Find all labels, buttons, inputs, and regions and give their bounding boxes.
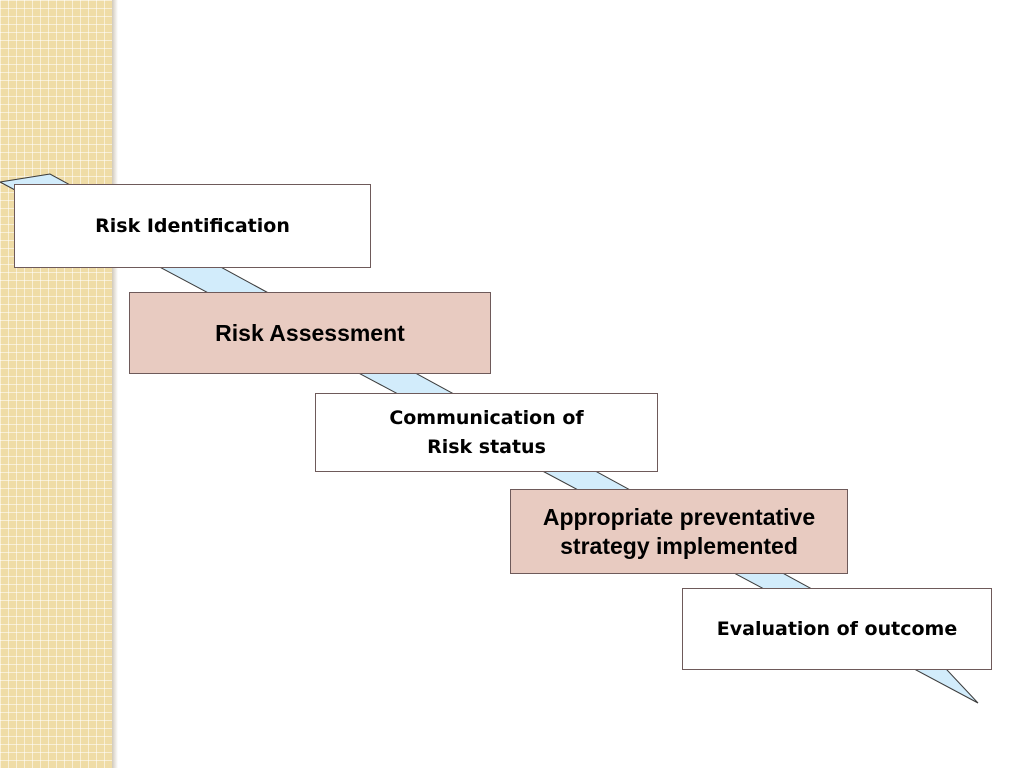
- step-preventative-strategy: Appropriate preventative strategy implem…: [510, 489, 848, 574]
- step-communication-of-risk-status: Communication of Risk status: [315, 393, 658, 472]
- step-risk-identification: Risk Identification: [14, 184, 371, 268]
- decorative-side-panel: [0, 0, 112, 768]
- step-label: Appropriate preventative strategy implem…: [542, 503, 816, 559]
- step-evaluation-of-outcome: Evaluation of outcome: [682, 588, 992, 670]
- step-label: Communication of Risk status: [389, 406, 584, 458]
- step-risk-assessment: Risk Assessment: [129, 292, 491, 374]
- side-panel-shadow: [112, 0, 118, 768]
- step-label: Risk Assessment: [215, 319, 405, 346]
- step-label: Evaluation of outcome: [716, 617, 958, 640]
- step-label: Risk Identification: [95, 214, 290, 237]
- slide-title: Develop prevention: [116, 24, 276, 91]
